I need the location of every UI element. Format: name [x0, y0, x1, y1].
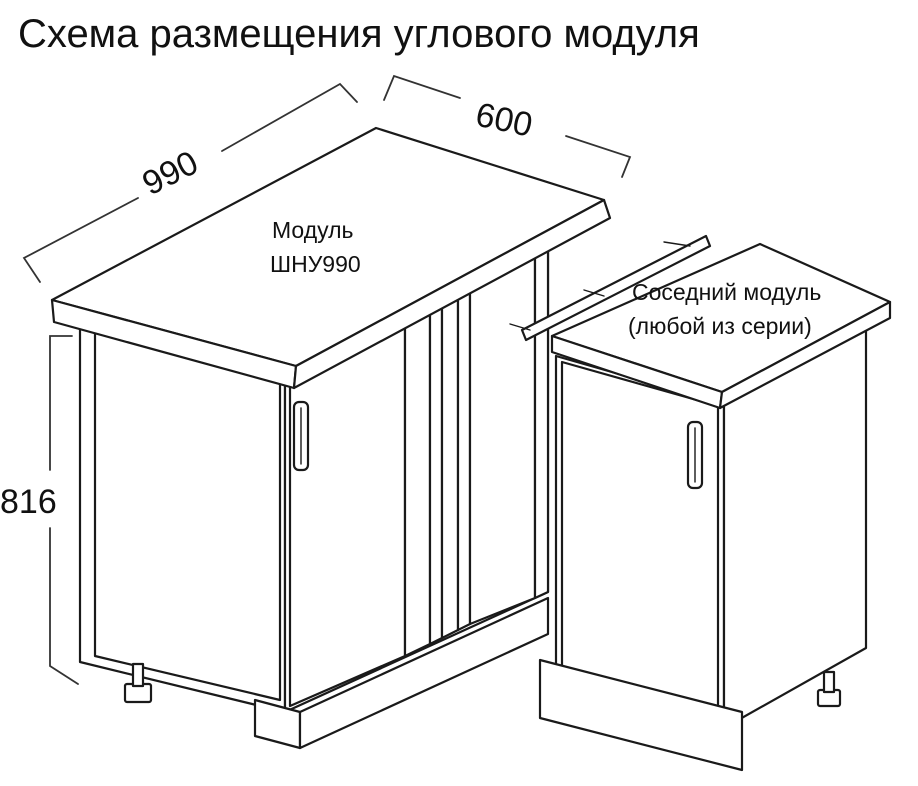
- dimension-816: 816: [0, 335, 79, 685]
- corner-module: [50, 126, 612, 750]
- door-handle: [292, 400, 310, 472]
- module-label-line2: ШНУ990: [270, 251, 361, 277]
- dimension-990-label: 990: [136, 144, 204, 204]
- module-label: Модуль ШНУ990: [270, 217, 361, 277]
- neighbor-label: Соседний модуль (любой из серии): [628, 279, 821, 339]
- cabinet-leg: [123, 662, 153, 704]
- neighbor-label-line1: Соседний модуль: [632, 279, 821, 305]
- module-label-line1: Модуль: [272, 217, 354, 243]
- cabinet-leg: [816, 670, 842, 708]
- dimension-600-label: 600: [472, 96, 535, 145]
- diagram-title: Схема размещения углового модуля: [18, 12, 700, 56]
- connecting-rail: [509, 234, 712, 342]
- dimension-816-label: 816: [0, 483, 57, 521]
- door-handle: [686, 420, 704, 490]
- neighbor-module: [538, 242, 892, 772]
- neighbor-label-line2: (любой из серии): [628, 313, 812, 339]
